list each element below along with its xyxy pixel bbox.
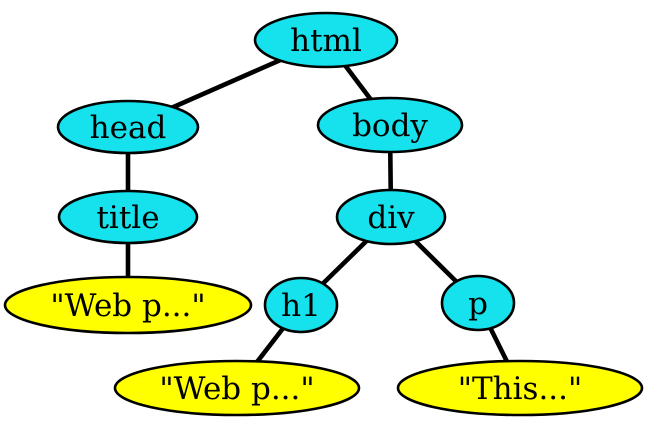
node-h1-text-label: "Web p..." — [159, 371, 314, 407]
node-body-label: body — [352, 108, 428, 144]
node-p-ellipse — [440, 274, 516, 332]
node-p: p — [440, 274, 516, 332]
node-h1-text-ellipse — [113, 359, 361, 417]
node-html-ellipse — [253, 11, 399, 69]
node-title-text-label: "Web p..." — [50, 288, 205, 324]
node-title-text-ellipse — [3, 275, 253, 335]
node-title-label: title — [96, 200, 159, 236]
node-h1-text: "Web p..." — [113, 359, 361, 417]
node-title-text: "Web p..." — [3, 275, 253, 335]
node-h1-label: h1 — [281, 288, 321, 324]
node-body-ellipse — [316, 96, 464, 154]
node-p-text-ellipse — [396, 359, 644, 417]
node-head-label: head — [90, 110, 167, 146]
node-html-label: html — [290, 23, 362, 59]
node-head-ellipse — [56, 99, 200, 155]
node-p-label: p — [468, 286, 488, 322]
node-html: html — [253, 11, 399, 69]
node-title: title — [57, 189, 199, 245]
node-p-text-label: "This..." — [458, 371, 583, 407]
node-div-label: div — [367, 200, 415, 236]
node-p-text: "This..." — [396, 359, 644, 417]
node-div-ellipse — [335, 188, 447, 246]
node-div: div — [335, 188, 447, 246]
node-title-ellipse — [57, 189, 199, 245]
node-h1: h1 — [263, 276, 339, 334]
node-body: body — [316, 96, 464, 154]
node-h1-ellipse — [263, 276, 339, 334]
node-head: head — [56, 99, 200, 155]
